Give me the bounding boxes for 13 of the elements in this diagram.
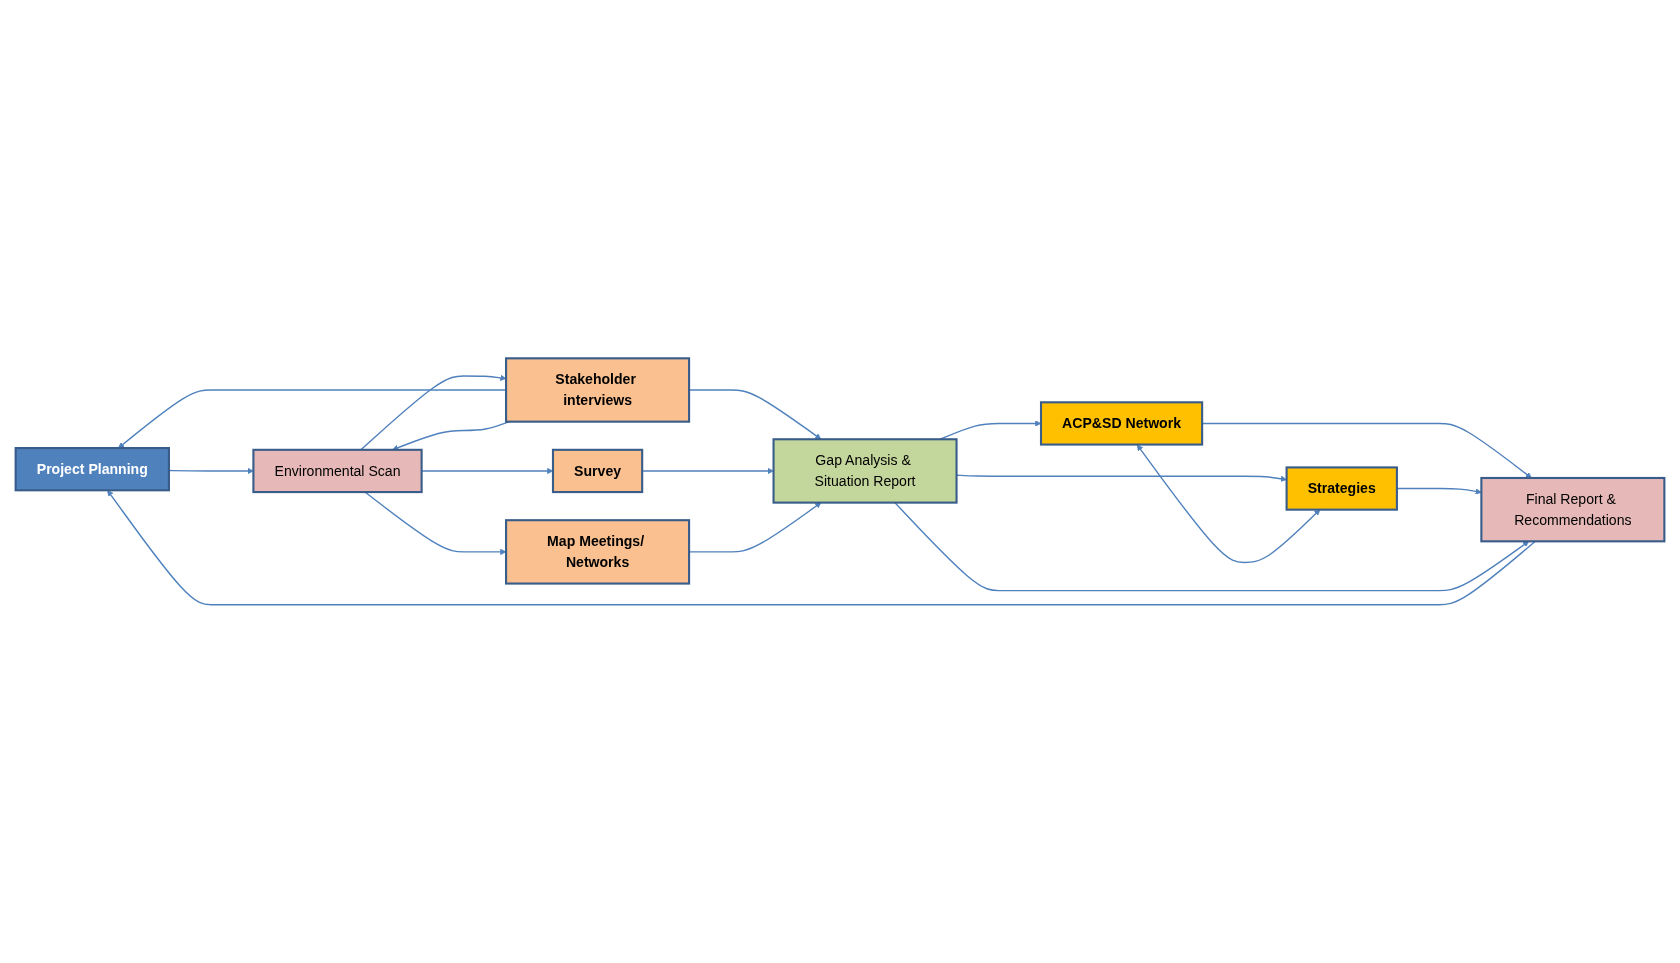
node-box: Strategies bbox=[1285, 466, 1398, 511]
node-box: Final Report & Recommendations bbox=[1480, 476, 1666, 543]
node-box: Gap Analysis & Situation Report bbox=[772, 438, 958, 504]
arrow bbox=[168, 467, 254, 475]
arrow bbox=[1136, 444, 1321, 564]
node-box: Map Meetings/ Networks bbox=[505, 519, 691, 585]
node-box: Survey bbox=[551, 448, 644, 494]
arrow bbox=[118, 389, 507, 449]
node-box: ACP&SD Network bbox=[1039, 401, 1204, 446]
node-box: Stakeholder interviews bbox=[505, 357, 691, 423]
node-box: Environmental Scan bbox=[252, 448, 423, 494]
arrow bbox=[1396, 487, 1482, 495]
node-box: Project Planning bbox=[14, 447, 170, 492]
